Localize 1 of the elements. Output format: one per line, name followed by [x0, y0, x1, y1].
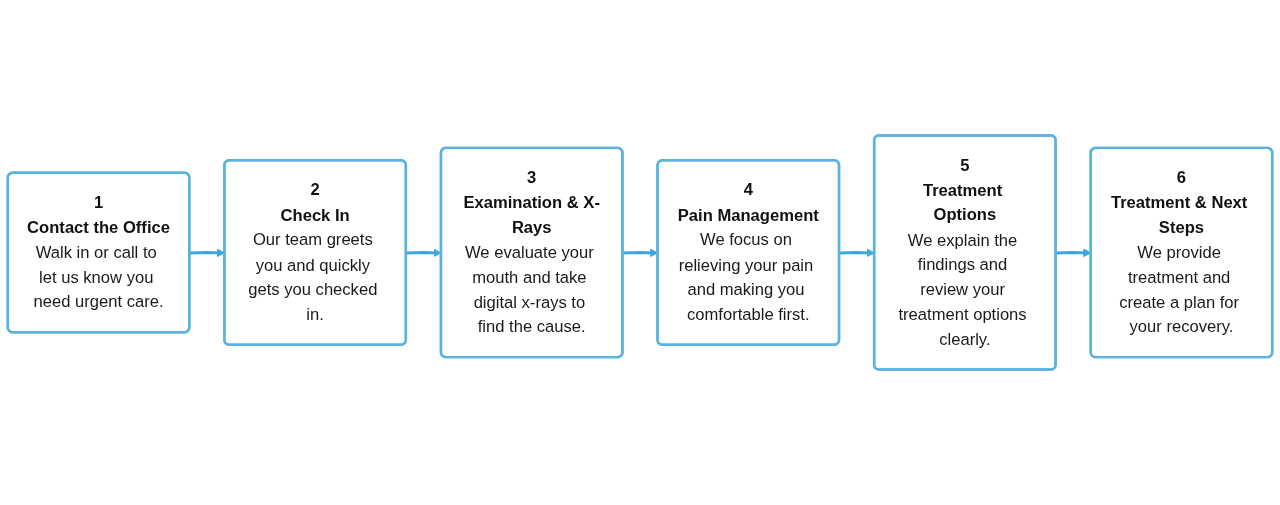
arrow: [839, 248, 875, 258]
